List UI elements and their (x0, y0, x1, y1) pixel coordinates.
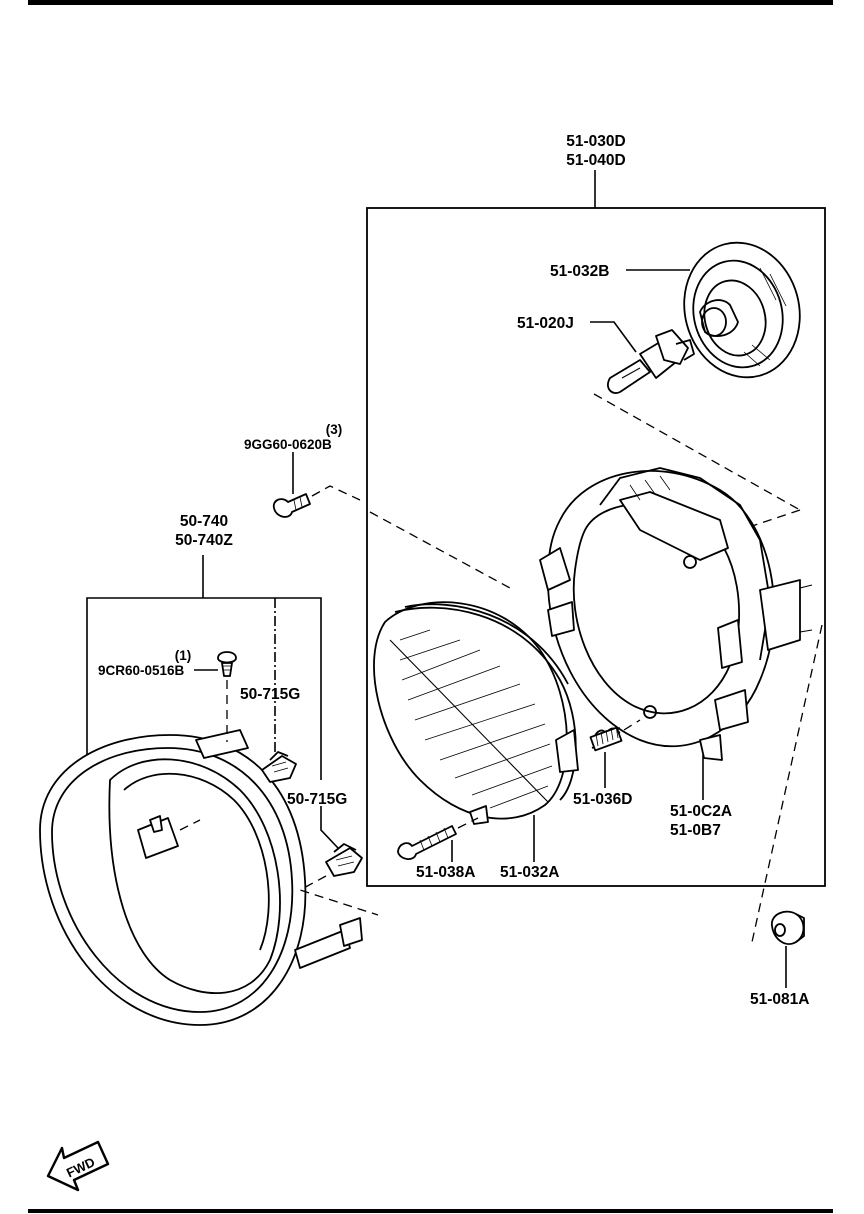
label-housing-2[interactable]: 51-0B7 (670, 822, 721, 839)
bezel-bracket-group: 50-740 50-740Z (86, 513, 322, 780)
label-headlamp-assy-2[interactable]: 51-040D (566, 152, 625, 169)
grommet-nut-part[interactable] (771, 910, 805, 945)
label-tap-screw[interactable]: 9CR60-0516B (98, 663, 185, 678)
top-border (28, 0, 833, 5)
bezel-ring-part[interactable] (39, 729, 363, 1026)
label-bezel-1[interactable]: 50-740 (180, 513, 228, 530)
tap-screw-part[interactable] (217, 651, 237, 677)
adjuster-spring-part[interactable] (589, 725, 623, 752)
label-bulb[interactable]: 51-020J (517, 315, 574, 332)
label-adjuster-spring[interactable]: 51-036D (573, 791, 632, 808)
label-socket-cover[interactable]: 51-032B (550, 263, 609, 280)
label-adjust-screw[interactable]: 51-038A (416, 864, 475, 881)
label-housing-1[interactable]: 51-0C2A (670, 803, 732, 820)
label-bezel-2[interactable]: 50-740Z (175, 532, 233, 549)
headlamp-assembly-group: 51-030D 51-040D (366, 133, 826, 887)
housing-part[interactable] (539, 467, 813, 761)
label-lens-unit[interactable]: 51-032A (500, 864, 559, 881)
lens-unit-part[interactable] (373, 601, 579, 825)
adjust-screw-part[interactable] (397, 825, 457, 860)
headlamp-assembly-box (366, 207, 826, 887)
label-clip-upper[interactable]: 50-715G (240, 686, 300, 703)
bulb-part[interactable] (607, 329, 695, 394)
label-grommet-nut[interactable]: 51-081A (750, 991, 809, 1008)
label-headlamp-assy-1[interactable]: 51-030D (566, 133, 625, 150)
screw-part[interactable] (272, 493, 311, 518)
label-tap-screw-qty[interactable]: (1) (175, 648, 192, 663)
label-clip-lower[interactable]: 50-715G (287, 791, 347, 808)
clip-upper-part[interactable] (261, 751, 297, 783)
fwd-arrow-icon: FWD (46, 1140, 110, 1192)
clip-lower-part[interactable] (325, 843, 363, 877)
bottom-border (28, 1209, 833, 1213)
label-screw-qty[interactable]: (3) (326, 422, 343, 437)
label-screw[interactable]: 9GG60-0620B (244, 437, 332, 452)
socket-cover-part[interactable] (669, 230, 814, 391)
